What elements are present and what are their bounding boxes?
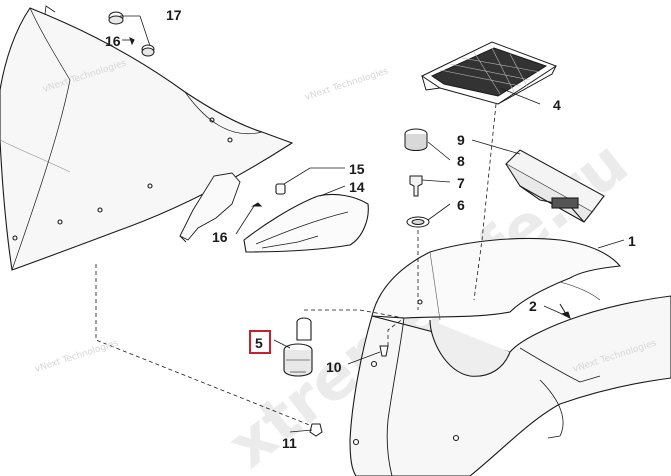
callout-2: 2 — [529, 298, 537, 314]
callout-6: 6 — [457, 197, 465, 213]
callout-9: 9 — [457, 132, 465, 148]
callout-8: 8 — [457, 153, 465, 169]
callout-17: 17 — [166, 7, 182, 23]
callout-14: 14 — [349, 179, 365, 195]
headlight-lens — [243, 183, 369, 253]
storage-net — [420, 41, 558, 105]
vendor-watermark-3: vNext Technologies — [34, 338, 120, 374]
callout-7: 7 — [457, 175, 465, 191]
windshield — [0, 5, 294, 271]
callout-10: 10 — [326, 359, 342, 375]
callout-5-highlight-box — [249, 330, 271, 354]
vendor-watermark-2: vNext Technologies — [304, 66, 390, 102]
windshield-caps — [108, 11, 263, 207]
leader-lines — [95, 15, 625, 433]
small-parts — [404, 128, 430, 228]
callouts: 17 16 15 14 16 4 9 8 7 6 1 2 10 11 5 — [105, 7, 636, 451]
callout-16-top: 16 — [105, 33, 121, 49]
callout-15: 15 — [349, 161, 365, 177]
callout-4: 4 — [553, 97, 561, 113]
fasteners — [309, 311, 571, 437]
callout-5[interactable]: 5 — [255, 335, 263, 351]
instrument-module — [505, 149, 605, 223]
callout-1: 1 — [628, 233, 636, 249]
callout-16-bottom: 16 — [212, 229, 228, 245]
hood-fairing — [349, 237, 671, 476]
callout-11: 11 — [282, 435, 297, 451]
part-5-connector — [283, 317, 313, 377]
